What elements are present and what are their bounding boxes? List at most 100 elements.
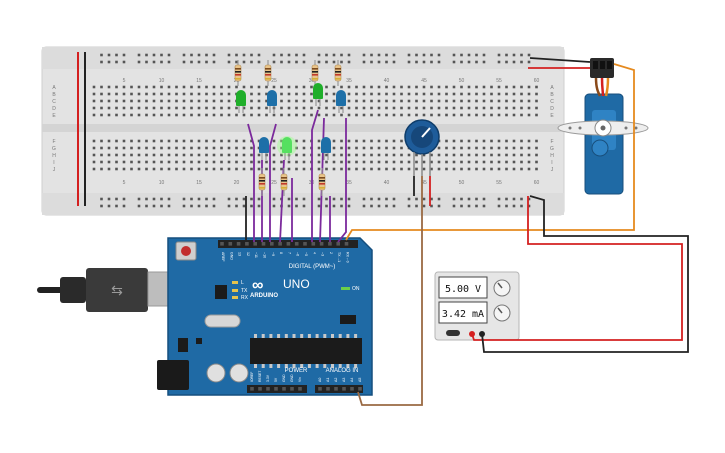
rail-hole[interactable] bbox=[152, 60, 156, 64]
breadboard-hole[interactable] bbox=[130, 113, 133, 117]
wire-purple-3[interactable] bbox=[269, 123, 277, 242]
rail-hole[interactable] bbox=[505, 197, 508, 201]
breadboard-hole[interactable] bbox=[250, 92, 253, 96]
rail-hole[interactable] bbox=[160, 60, 163, 64]
rail-hole[interactable] bbox=[295, 53, 298, 57]
rail-hole[interactable] bbox=[227, 204, 231, 208]
breadboard-hole[interactable] bbox=[362, 92, 366, 96]
digital-pin[interactable] bbox=[303, 242, 307, 246]
rail-hole[interactable] bbox=[512, 197, 516, 201]
breadboard-hole[interactable] bbox=[520, 146, 523, 150]
breadboard-hole[interactable] bbox=[287, 92, 291, 96]
breadboard-hole[interactable] bbox=[332, 99, 336, 103]
breadboard-hole[interactable] bbox=[175, 160, 178, 164]
rail-hole[interactable] bbox=[392, 197, 396, 201]
breadboard-hole[interactable] bbox=[280, 139, 283, 143]
breadboard-hole[interactable] bbox=[265, 99, 268, 103]
breadboard-hole[interactable] bbox=[392, 106, 396, 110]
breadboard-hole[interactable] bbox=[152, 99, 156, 103]
breadboard-hole[interactable] bbox=[280, 167, 283, 171]
rail-hole[interactable] bbox=[362, 197, 366, 201]
rail-hole[interactable] bbox=[272, 204, 276, 208]
rail-hole[interactable] bbox=[182, 197, 186, 201]
breadboard-hole[interactable] bbox=[340, 160, 343, 164]
rail-hole[interactable] bbox=[460, 53, 463, 57]
breadboard-hole[interactable] bbox=[355, 113, 358, 117]
breadboard-hole[interactable] bbox=[145, 153, 148, 157]
rail-hole[interactable] bbox=[107, 53, 111, 57]
breadboard-hole[interactable] bbox=[475, 113, 478, 117]
breadboard-hole[interactable] bbox=[122, 146, 126, 150]
rail-hole[interactable] bbox=[347, 60, 351, 64]
rail-hole[interactable] bbox=[527, 204, 531, 208]
breadboard-hole[interactable] bbox=[227, 92, 231, 96]
breadboard-hole[interactable] bbox=[422, 160, 426, 164]
breadboard-hole[interactable] bbox=[302, 85, 306, 89]
rail-hole[interactable] bbox=[227, 197, 231, 201]
breadboard-hole[interactable] bbox=[272, 139, 276, 143]
breadboard-hole[interactable] bbox=[167, 167, 171, 171]
rail-hole[interactable] bbox=[197, 53, 201, 57]
rail-hole[interactable] bbox=[370, 204, 373, 208]
breadboard-hole[interactable] bbox=[467, 146, 471, 150]
breadboard-hole[interactable] bbox=[415, 85, 418, 89]
digital-pin[interactable] bbox=[245, 242, 249, 246]
breadboard-hole[interactable] bbox=[355, 160, 358, 164]
breadboard-hole[interactable] bbox=[167, 92, 171, 96]
rail-hole[interactable] bbox=[182, 60, 186, 64]
rail-hole[interactable] bbox=[482, 204, 486, 208]
rail-hole[interactable] bbox=[482, 53, 486, 57]
breadboard-hole[interactable] bbox=[122, 160, 126, 164]
breadboard-hole[interactable] bbox=[347, 99, 351, 103]
rail-hole[interactable] bbox=[152, 53, 156, 57]
rail-hole[interactable] bbox=[167, 53, 171, 57]
rail-hole[interactable] bbox=[122, 60, 126, 64]
breadboard-hole[interactable] bbox=[100, 153, 103, 157]
breadboard-hole[interactable] bbox=[407, 106, 411, 110]
resistor[interactable] bbox=[258, 168, 266, 196]
rail-hole[interactable] bbox=[145, 197, 148, 201]
breadboard-hole[interactable] bbox=[160, 85, 163, 89]
breadboard-hole[interactable] bbox=[182, 113, 186, 117]
breadboard-hole[interactable] bbox=[272, 85, 276, 89]
breadboard-hole[interactable] bbox=[355, 85, 358, 89]
rail-hole[interactable] bbox=[205, 60, 208, 64]
breadboard-hole[interactable] bbox=[407, 99, 411, 103]
breadboard-hole[interactable] bbox=[250, 167, 253, 171]
breadboard-hole[interactable] bbox=[107, 85, 111, 89]
breadboard-hole[interactable] bbox=[145, 146, 148, 150]
rail-hole[interactable] bbox=[160, 53, 163, 57]
rail-hole[interactable] bbox=[437, 60, 441, 64]
breadboard-hole[interactable] bbox=[122, 153, 126, 157]
breadboard-hole[interactable] bbox=[235, 106, 238, 110]
breadboard-hole[interactable] bbox=[160, 160, 163, 164]
rail-hole[interactable] bbox=[332, 60, 336, 64]
rail-hole[interactable] bbox=[272, 197, 276, 201]
breadboard-hole[interactable] bbox=[100, 92, 103, 96]
breadboard-hole[interactable] bbox=[497, 160, 501, 164]
breadboard-hole[interactable] bbox=[295, 85, 298, 89]
breadboard-hole[interactable] bbox=[325, 106, 328, 110]
breadboard-hole[interactable] bbox=[272, 153, 276, 157]
breadboard-hole[interactable] bbox=[452, 99, 456, 103]
breadboard-hole[interactable] bbox=[392, 113, 396, 117]
breadboard-hole[interactable] bbox=[182, 139, 186, 143]
breadboard-hole[interactable] bbox=[310, 106, 313, 110]
breadboard-hole[interactable] bbox=[422, 113, 426, 117]
breadboard-hole[interactable] bbox=[250, 113, 253, 117]
breadboard-hole[interactable] bbox=[175, 99, 178, 103]
rail-hole[interactable] bbox=[167, 197, 171, 201]
breadboard-hole[interactable] bbox=[377, 99, 381, 103]
breadboard-hole[interactable] bbox=[107, 99, 111, 103]
rail-hole[interactable] bbox=[452, 60, 456, 64]
breadboard-hole[interactable] bbox=[257, 139, 261, 143]
rail-hole[interactable] bbox=[475, 60, 478, 64]
breadboard-hole[interactable] bbox=[317, 139, 321, 143]
breadboard-hole[interactable] bbox=[212, 106, 216, 110]
breadboard-hole[interactable] bbox=[295, 167, 298, 171]
breadboard-hole[interactable] bbox=[122, 139, 126, 143]
breadboard-hole[interactable] bbox=[265, 85, 268, 89]
breadboard-hole[interactable] bbox=[497, 106, 501, 110]
breadboard-hole[interactable] bbox=[122, 85, 126, 89]
breadboard-hole[interactable] bbox=[257, 92, 261, 96]
